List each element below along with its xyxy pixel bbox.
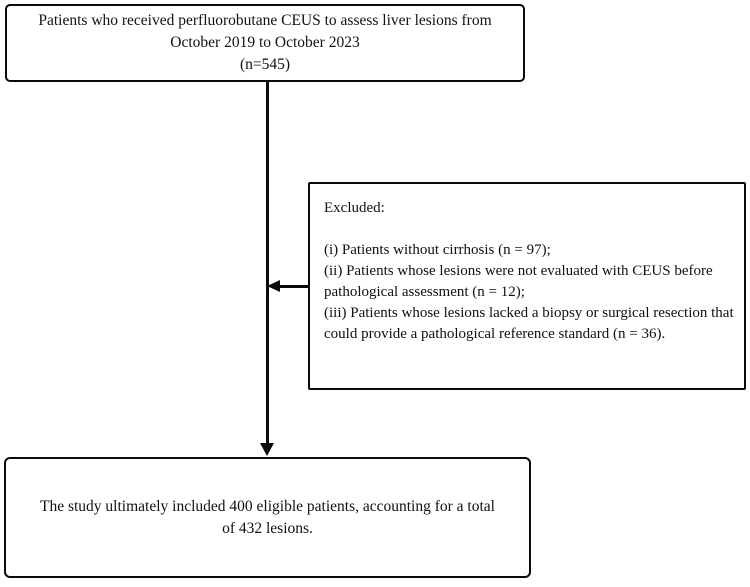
enrollment-text-line-2: October 2019 to October 2023: [170, 34, 360, 51]
result-box: The study ultimately included 400 eligib…: [4, 457, 531, 578]
result-text-line-1: The study ultimately included 400 eligib…: [40, 497, 495, 515]
enrollment-count: (n=545): [239, 56, 291, 73]
result-text-line-2: of 432 lesions.: [222, 519, 313, 537]
exclusion-item-1: (i) Patients without cirrhosis (n = 97);: [324, 242, 551, 258]
exclusion-item-2: (ii) Patients whose lesions were not eva…: [324, 263, 713, 300]
exclusion-box: Excluded: (i) Patients without cirrhosis…: [308, 182, 746, 390]
exclusion-item-3: (iii) Patients whose lesions lacked a bi…: [324, 305, 734, 342]
enrollment-text-line-1: Patients who received perfluorobutane CE…: [38, 12, 492, 29]
arrow-down-icon: [260, 443, 274, 456]
arrow-left-icon: [267, 280, 280, 292]
vertical-connector-line: [266, 81, 269, 443]
horizontal-connector-line: [278, 285, 310, 288]
enrollment-box: Patients who received perfluorobutane CE…: [5, 4, 525, 82]
exclusion-title: Excluded:: [324, 200, 385, 216]
